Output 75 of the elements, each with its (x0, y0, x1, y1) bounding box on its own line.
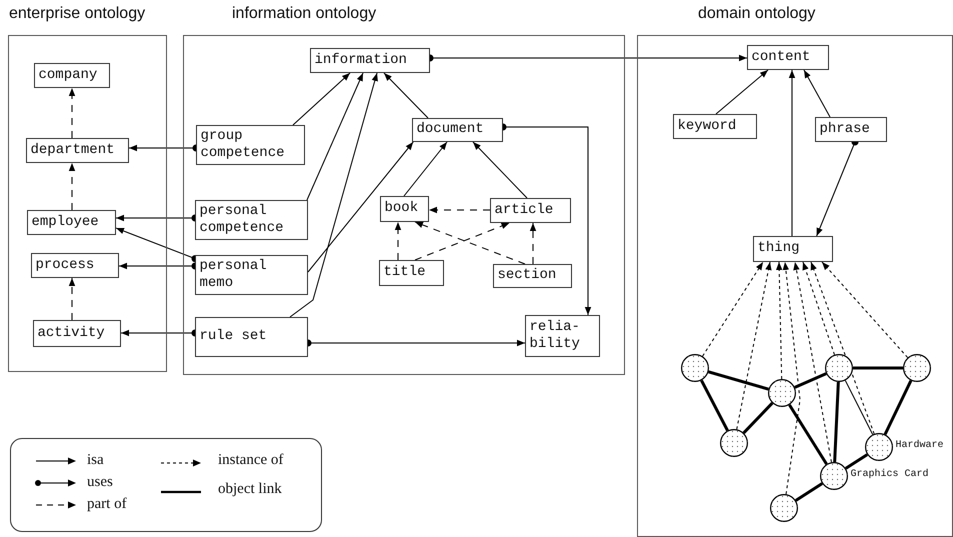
thick-link-line (788, 404, 828, 465)
concept-box: personal competence (194, 200, 308, 240)
concept-box: employee (26, 210, 116, 234)
instance-circle (720, 428, 748, 456)
instance-circle (680, 354, 708, 382)
arrow (308, 142, 414, 272)
dashed-arrow (802, 262, 835, 356)
concept-box: department (26, 138, 128, 162)
link-line (844, 380, 874, 435)
instance-circle (770, 494, 798, 522)
instance-circle (824, 354, 852, 382)
thick-link-line (794, 482, 824, 502)
concept-box: book (380, 196, 428, 222)
arrow (306, 72, 364, 200)
arrow (716, 70, 768, 114)
instance-label: Graphics Card (850, 468, 929, 480)
concept-box: information (310, 48, 430, 72)
legend-label: part of (87, 496, 127, 513)
instance-circle (768, 378, 796, 406)
thick-link-line (884, 380, 912, 436)
legend-label: uses (87, 474, 113, 491)
concept-box: keyword (672, 114, 756, 138)
panel-heading: information ontology (232, 5, 376, 23)
dashed-arrow (414, 222, 510, 260)
concept-box: rule set (194, 316, 308, 356)
thick-link-line (794, 372, 827, 389)
concept-box: company (34, 62, 110, 88)
instance-label: Hardware (896, 440, 944, 450)
thick-link-line (833, 382, 840, 462)
thick-link-line (844, 453, 868, 470)
concept-box: title (378, 260, 444, 286)
concept-box: personal memo (194, 254, 308, 294)
legend-label: object link (218, 481, 282, 498)
dashed-arrow (822, 262, 908, 358)
dashed-arrow (394, 222, 402, 260)
thick-link-line (708, 370, 769, 391)
dashed-arrow (702, 262, 764, 357)
concept-box: relia- bility (524, 314, 600, 356)
dashed-arrow (530, 222, 536, 264)
panel-heading: enterprise ontology (9, 5, 146, 23)
instance-circle (820, 462, 848, 490)
instance-circle (864, 432, 892, 460)
concept-box: activity (32, 320, 120, 346)
thick-link-line (742, 402, 774, 434)
dashed-arrow (68, 278, 76, 320)
dashed-arrow (793, 262, 832, 463)
dashed-arrow (68, 88, 76, 138)
concept-box: thing (752, 236, 832, 262)
arrow (788, 70, 796, 236)
arrow (472, 142, 528, 198)
instance-circle (902, 354, 930, 382)
concept-box: content (746, 44, 828, 70)
dashed-arrow (414, 222, 526, 264)
concept-box: phrase (814, 116, 886, 142)
panel-heading: domain ontology (698, 5, 816, 23)
arrow (404, 142, 448, 196)
dashed-arrow (810, 262, 875, 434)
concept-box: group competence (196, 124, 304, 164)
arrow (292, 72, 350, 126)
arrow (804, 70, 830, 118)
dashed-arrow (782, 262, 800, 495)
thick-link-line (700, 380, 729, 432)
concept-box: document (412, 118, 502, 142)
dashed-arrow (736, 262, 772, 430)
arrow (290, 72, 378, 318)
concept-box: process (30, 252, 118, 278)
arrow (384, 72, 428, 118)
dashed-arrow (428, 206, 490, 214)
concept-box: article (490, 198, 570, 222)
dashed-arrow (776, 262, 782, 380)
legend-label: instance of (218, 452, 284, 469)
dashed-arrow (68, 162, 76, 210)
thick-link-line (853, 366, 903, 370)
concept-box: section (492, 264, 572, 288)
legend-label: isa (87, 452, 104, 469)
